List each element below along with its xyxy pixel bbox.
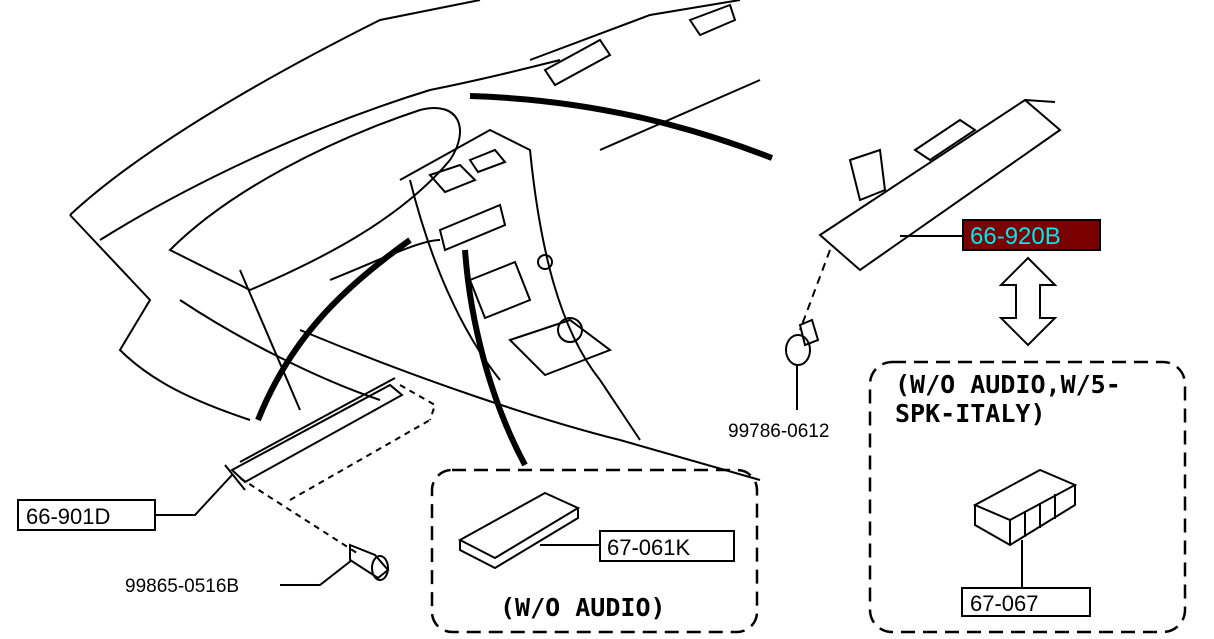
note-left: (W/O AUDIO) <box>500 593 666 622</box>
screw-left-drawing <box>349 543 390 581</box>
part-label-66-901D-box[interactable] <box>17 499 156 531</box>
dashboard-illustration <box>69 0 761 481</box>
part-label-66-920B[interactable]: 66-920B <box>970 223 1061 250</box>
part-label-67-061K[interactable]: 67-061K <box>607 535 691 560</box>
bracket-drawing <box>224 377 437 556</box>
screw-right-drawing <box>785 318 820 410</box>
part-label-66-901D[interactable]: 66-901D <box>26 504 110 529</box>
double-arrow <box>998 256 1058 347</box>
leader-lines <box>155 235 963 586</box>
unit-drawing <box>799 98 1062 331</box>
part-label-67-067[interactable]: 67-067 <box>970 591 1039 616</box>
cover-drawing <box>457 491 600 570</box>
part-label-66-920B-box[interactable] <box>962 219 1101 251</box>
leader-arcs <box>255 93 774 467</box>
variant-box-right <box>868 360 1187 634</box>
note-right-line2: SPK-ITALY) <box>895 399 1046 428</box>
variant-box-left <box>430 468 759 634</box>
note-right-line1: (W/O AUDIO,W/5- <box>895 370 1121 399</box>
part-label-99786-0612[interactable]: 99786-0612 <box>728 421 829 442</box>
connector-drawing <box>972 468 1078 588</box>
part-label-67-067-box[interactable] <box>961 587 1091 617</box>
part-label-67-061K-box[interactable] <box>599 530 735 562</box>
part-label-99865-0516B[interactable]: 99865-0516B <box>125 576 239 597</box>
